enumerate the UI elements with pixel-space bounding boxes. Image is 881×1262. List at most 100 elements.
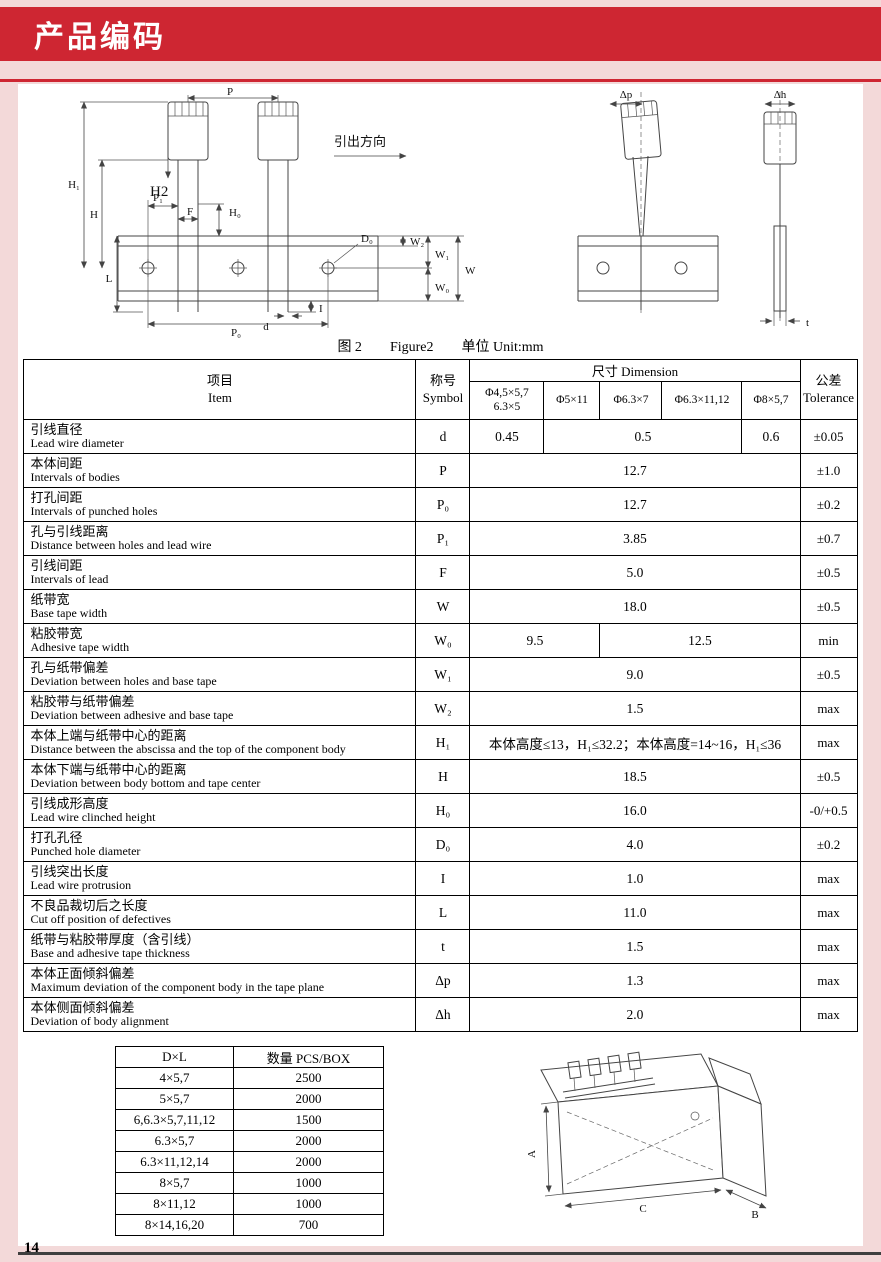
tolerance-cell: max — [799, 963, 858, 998]
dim-col-header-3: Φ6.3×7 — [599, 381, 663, 420]
item-name-cn: 孔与纸带偏差 — [30, 659, 109, 675]
col-header-symbol: 称号 Symbol — [415, 359, 471, 420]
dim-col-header-5: Φ8×5,7 — [741, 381, 801, 420]
delta-h-view: Δh t — [760, 89, 809, 329]
dxl-cell: 8×11,12 — [115, 1193, 234, 1215]
dim-col-header-1: Φ4,5×5,7 6.3×5 — [469, 381, 545, 420]
box-col-header-dxl: D×L — [115, 1046, 234, 1068]
dim-label-h: H — [90, 209, 98, 221]
dimension-annotations-left: P H₁ H L H2 P₁ F H₀ — [68, 86, 476, 338]
symbol-cell: W — [415, 589, 471, 624]
symbol-cell: H₁ — [415, 725, 471, 760]
qty-cell: 2500 — [233, 1067, 384, 1089]
box-table-header-row: D×L 数量 PCS/BOX — [115, 1046, 384, 1068]
qty-cell: 2000 — [233, 1130, 384, 1152]
carrier-tape — [117, 235, 379, 302]
symbol-cell: d — [415, 419, 471, 454]
dim-label-p0: P₀ — [231, 327, 241, 338]
symbol-cell: D₀ — [415, 827, 471, 862]
box-dimension-labels: A C B — [526, 1101, 767, 1221]
tolerance-cell: max — [799, 997, 858, 1032]
symbol-cell: L — [415, 895, 471, 930]
dim-col-header-2: Φ5×11 — [543, 381, 601, 420]
item-name-en: Lead wire clinched height — [30, 810, 156, 825]
symbol-cell: W₂ — [415, 691, 471, 726]
dim-label-t: t — [806, 317, 809, 329]
dim-label-p1: P₁ — [153, 192, 163, 204]
value-cell: 18.5 — [469, 759, 801, 794]
box-body — [557, 1085, 767, 1197]
symbol-cell: P₁ — [415, 521, 471, 556]
box-dim-label-b: B — [751, 1209, 758, 1221]
table-header-row-1: 项目 Item 称号 Symbol 尺寸 Dimension 公差 Tolera… — [23, 359, 858, 420]
item-name-en: Intervals of bodies — [30, 470, 120, 485]
item-name-en: Intervals of lead — [30, 572, 109, 587]
item-name-en: Lead wire diameter — [30, 436, 124, 451]
col-header-item-en: Item — [208, 389, 232, 405]
qty-cell: 1500 — [233, 1109, 384, 1131]
symbol-cell: W₁ — [415, 657, 471, 692]
dxl-cell: 6.3×5,7 — [115, 1130, 234, 1152]
col-header-dimension: 尺寸 Dimension — [469, 359, 801, 382]
item-name-cn: 本体侧面倾斜偏差 — [30, 999, 135, 1015]
tolerance-cell: max — [799, 895, 858, 930]
footer-rule — [18, 1252, 881, 1255]
item-name-en: Base and adhesive tape thickness — [30, 946, 190, 961]
symbol-cell: P₀ — [415, 487, 471, 522]
symbol-cell: H₀ — [415, 793, 471, 828]
symbol-cell: W₀ — [415, 623, 471, 658]
dxl-cell: 4×5,7 — [115, 1067, 234, 1089]
symbol-cell: P — [415, 453, 471, 488]
tolerance-cell: -0/+0.5 — [799, 793, 858, 828]
item-name-en: Deviation between body bottom and tape c… — [30, 776, 261, 791]
tolerance-cell: ±0.2 — [799, 487, 858, 522]
value-cell: 12.7 — [469, 453, 801, 488]
tolerance-cell: ±0.5 — [799, 759, 858, 794]
value-cell: 18.0 — [469, 589, 801, 624]
value-cell: 0.45 — [469, 419, 545, 454]
col-header-tolerance: 公差 Tolerance — [799, 359, 858, 420]
qty-cell: 2000 — [233, 1088, 384, 1110]
tolerance-cell: min — [799, 623, 858, 658]
value-cell: 11.0 — [469, 895, 801, 930]
page-title: 产品编码 — [34, 21, 166, 54]
dim-label-l: L — [106, 273, 113, 285]
symbol-cell: t — [415, 929, 471, 964]
item-name-en: Cut off position of defectives — [30, 912, 171, 927]
item-name-en: Deviation between holes and base tape — [30, 674, 217, 689]
dxl-cell: 8×14,16,20 — [115, 1214, 234, 1236]
tolerance-cell: ±0.7 — [799, 521, 858, 556]
taping-dimension-diagram: P H₁ H L H2 P₁ F H₀ — [68, 86, 809, 338]
item-name-cn: 本体正面倾斜偏差 — [30, 965, 135, 981]
item-name-en: Base tape width — [30, 606, 108, 621]
dim-label-f: F — [187, 206, 193, 218]
value-cell: 本体高度≤13，H₁≤32.2；本体高度=14~16，H₁≤36 — [469, 725, 801, 760]
box-col-header-qty: 数量 PCS/BOX — [233, 1046, 384, 1068]
value-cell: 1.3 — [469, 963, 801, 998]
value-cell: 12.5 — [599, 623, 801, 658]
dxl-cell: 5×5,7 — [115, 1088, 234, 1110]
tolerance-cell: max — [799, 929, 858, 964]
item-name-en: Deviation between adhesive and base tape — [30, 708, 234, 723]
dim-label-h2: H2 — [150, 184, 168, 200]
dim-label-w0: W₀ — [435, 282, 449, 294]
